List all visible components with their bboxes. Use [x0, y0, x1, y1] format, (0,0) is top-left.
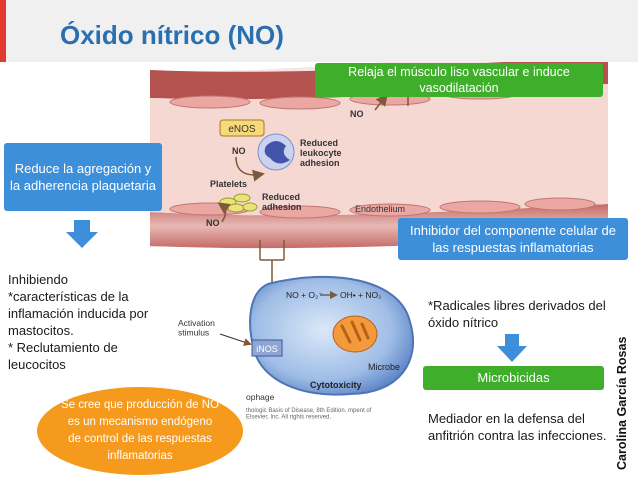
inos-label: iNOS [256, 344, 278, 354]
macrophage [249, 275, 415, 396]
macrophage-label: ophage [246, 392, 275, 402]
no-label-3: NO [350, 109, 364, 119]
reaction-right: OH• + NO₂ [340, 290, 381, 300]
radicals-note: *Radicales libres derivados del óxido ní… [428, 298, 606, 330]
author-label: Carolina García Rosas [615, 337, 629, 470]
inhibitor-text: Inhibidor del componente celular de las … [410, 223, 616, 255]
cytotoxicity-label: Cytotoxicity [310, 380, 362, 390]
belief-text: Se cree que producción de NO es un mecan… [61, 399, 219, 462]
down-arrow-right [497, 334, 527, 362]
no-label-1: NO [232, 146, 246, 156]
inhibiting-note: Inhibiendo *características de la inflam… [8, 272, 149, 372]
belief-ellipse: Se cree que producción de NO es un mecan… [37, 387, 243, 475]
reaction-left: NO + O₂⁻ [286, 290, 323, 300]
endothelium-label: Endothelium [355, 204, 405, 214]
inos-box [251, 339, 283, 357]
page-title: Óxido nítrico (NO) [60, 20, 284, 50]
enos-box [219, 119, 265, 137]
microbe-label: Microbe [368, 362, 400, 372]
microbicidal-text: Microbicidas [477, 370, 550, 385]
svg-text:Carolina García Rosas: Carolina García Rosas [615, 337, 629, 470]
vasodilation-box: Relaja el músculo liso vascular e induce… [315, 63, 603, 97]
enos-label: eNOS [228, 124, 256, 135]
no-label-2: NO [206, 218, 220, 228]
title-bar [0, 0, 638, 62]
platelet-box: Reduce la agregación y la adherencia pla… [4, 143, 162, 211]
microbe [332, 315, 378, 353]
platelets-label: Platelets [210, 179, 247, 189]
mediator-note: Mediador en la defensa del anfitrión con… [428, 411, 607, 443]
figure-credit: thologic Basis of Disease, 8th Edition. … [246, 408, 372, 421]
platelet-text: Reduce la agregación y la adherencia pla… [10, 161, 156, 193]
vasodilation-text: Relaja el músculo liso vascular e induce… [348, 65, 570, 95]
inhibitor-box: Inhibidor del componente celular de las … [398, 218, 628, 260]
down-arrow-left [66, 220, 98, 248]
vessel-lumen [150, 84, 608, 216]
title-accent [0, 0, 6, 62]
microbicidal-box: Microbicidas [423, 366, 604, 390]
